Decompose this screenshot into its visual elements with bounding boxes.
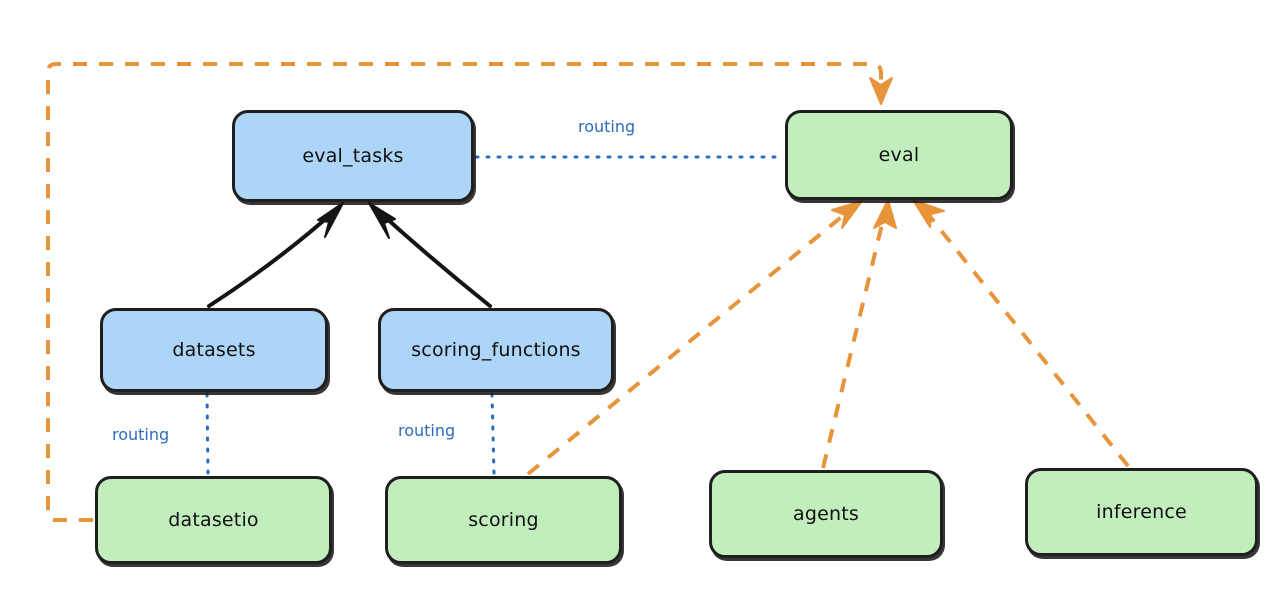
edge-scoring-functions-eval-tasks [368, 202, 492, 308]
edge-agents-eval [821, 199, 897, 469]
node-datasetio[interactable]: datasetio [95, 476, 332, 564]
node-inference[interactable]: inference [1025, 468, 1258, 556]
node-scoring[interactable]: scoring [385, 476, 622, 564]
edge-label-routing-eval-tasks: routing [578, 117, 636, 136]
node-label-agents: agents [793, 503, 859, 525]
node-label-eval-tasks: eval_tasks [302, 145, 404, 167]
node-label-scoring-functions: scoring_functions [411, 339, 581, 361]
edge-datasetio-eval [46, 62, 893, 522]
node-label-scoring: scoring [468, 509, 539, 531]
edge-datasets-eval-tasks [207, 202, 344, 308]
node-agents[interactable]: agents [709, 470, 943, 558]
node-label-inference: inference [1096, 501, 1187, 523]
edge-label-routing-scoring-functions: routing [398, 421, 456, 440]
node-label-datasetio: datasetio [168, 509, 259, 531]
edge-label-routing-datasets: routing [112, 425, 170, 444]
node-scoring-functions[interactable]: scoring_functions [378, 308, 614, 392]
edge-routing-scoring-functions-scoring [490, 392, 496, 476]
edge-scoring-eval [526, 200, 863, 476]
node-label-eval: eval [878, 144, 920, 166]
edge-inference-eval [912, 199, 1130, 468]
node-datasets[interactable]: datasets [100, 308, 328, 392]
node-label-datasets: datasets [172, 339, 256, 361]
edge-routing-datasets-datasetio [205, 392, 210, 476]
node-eval[interactable]: eval [785, 110, 1013, 200]
node-eval-tasks[interactable]: eval_tasks [232, 110, 474, 202]
